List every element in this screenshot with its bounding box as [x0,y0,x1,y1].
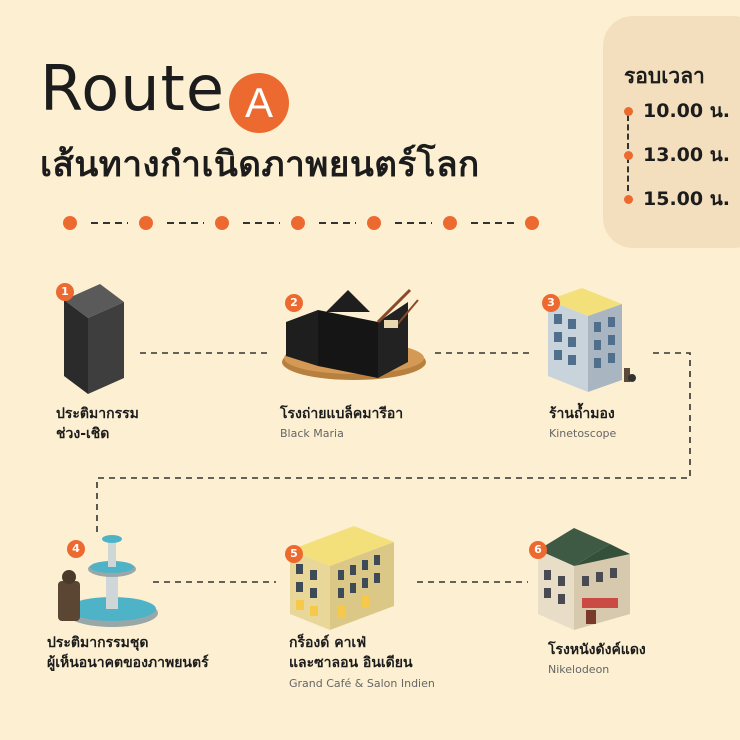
stop-english-name: Nikelodeon [548,663,610,677]
schedule-connector [627,157,629,191]
stop-number-badge: 6 [529,541,547,559]
stop-1: ประติมากรรม ช่วง-เชิด [56,404,139,445]
fountain-sculpture-icon [58,535,158,627]
stop-english-name: Kinetoscope [549,427,617,441]
time-dot-icon [624,106,633,116]
page-subtitle: เส้นทางกำเนิดภาพยนตร์โลก [40,145,480,185]
schedule-title: รอบเวลา [624,64,705,88]
schedule-connector [627,115,629,149]
route-badge: A [229,73,289,133]
stop-name: ประติมากรรมชุด [47,635,149,651]
stop-2: โรงถ่ายแบล็คมารีอา Black Maria [280,404,403,440]
decorative-dotted-line [63,216,539,230]
stop-name: ประติมากรรม [56,406,139,422]
black-maria-studio-icon [282,288,426,380]
kinetoscope-building-icon [548,288,636,392]
stop-5: กร็องด์ คาเฟ่ และซาลอน อินเดียน Grand Ca… [289,633,435,690]
stop-name: โรงหนังดังค์แดง [548,642,646,658]
stop-number-badge: 5 [285,545,303,563]
stop-name: โรงถ่ายแบล็คมารีอา [280,406,404,422]
monolith-sculpture-icon [64,284,124,394]
stop-6: โรงหนังดังค์แดง Nikelodeon [548,640,646,676]
schedule-time: 15.00 น. [624,184,730,214]
stop-english-name: Grand Café & Salon Indien [289,676,435,690]
time-dot-icon [624,194,633,204]
grand-cafe-building-icon [290,526,394,630]
stop-number-badge: 4 [67,540,85,558]
stop-name: กร็องด์ คาเฟ่ [289,635,367,651]
stop-number-badge: 3 [542,294,560,312]
stop-number-badge: 1 [56,283,74,301]
stop-name: ช่วง-เชิด [56,426,110,443]
schedule-panel [603,16,740,248]
route-title: Route [40,52,225,125]
stop-name: ผู้เห็นอนาคตของภาพยนตร์ [47,655,209,672]
nickelodeon-building-icon [538,528,630,630]
stop-3: ร้านถ้ำมอง Kinetoscope [549,404,616,440]
schedule-time: 10.00 น. [624,96,730,126]
time-dot-icon [624,150,633,160]
schedule-time: 13.00 น. [624,140,730,170]
stop-4: ประติมากรรมชุด ผู้เห็นอนาคตของภาพยนตร์ [47,633,209,674]
stop-number-badge: 2 [285,294,303,312]
stop-name: ร้านถ้ำมอง [549,406,615,422]
stop-name: และซาลอน อินเดียน [289,655,413,672]
stop-english-name: Black Maria [280,427,344,441]
